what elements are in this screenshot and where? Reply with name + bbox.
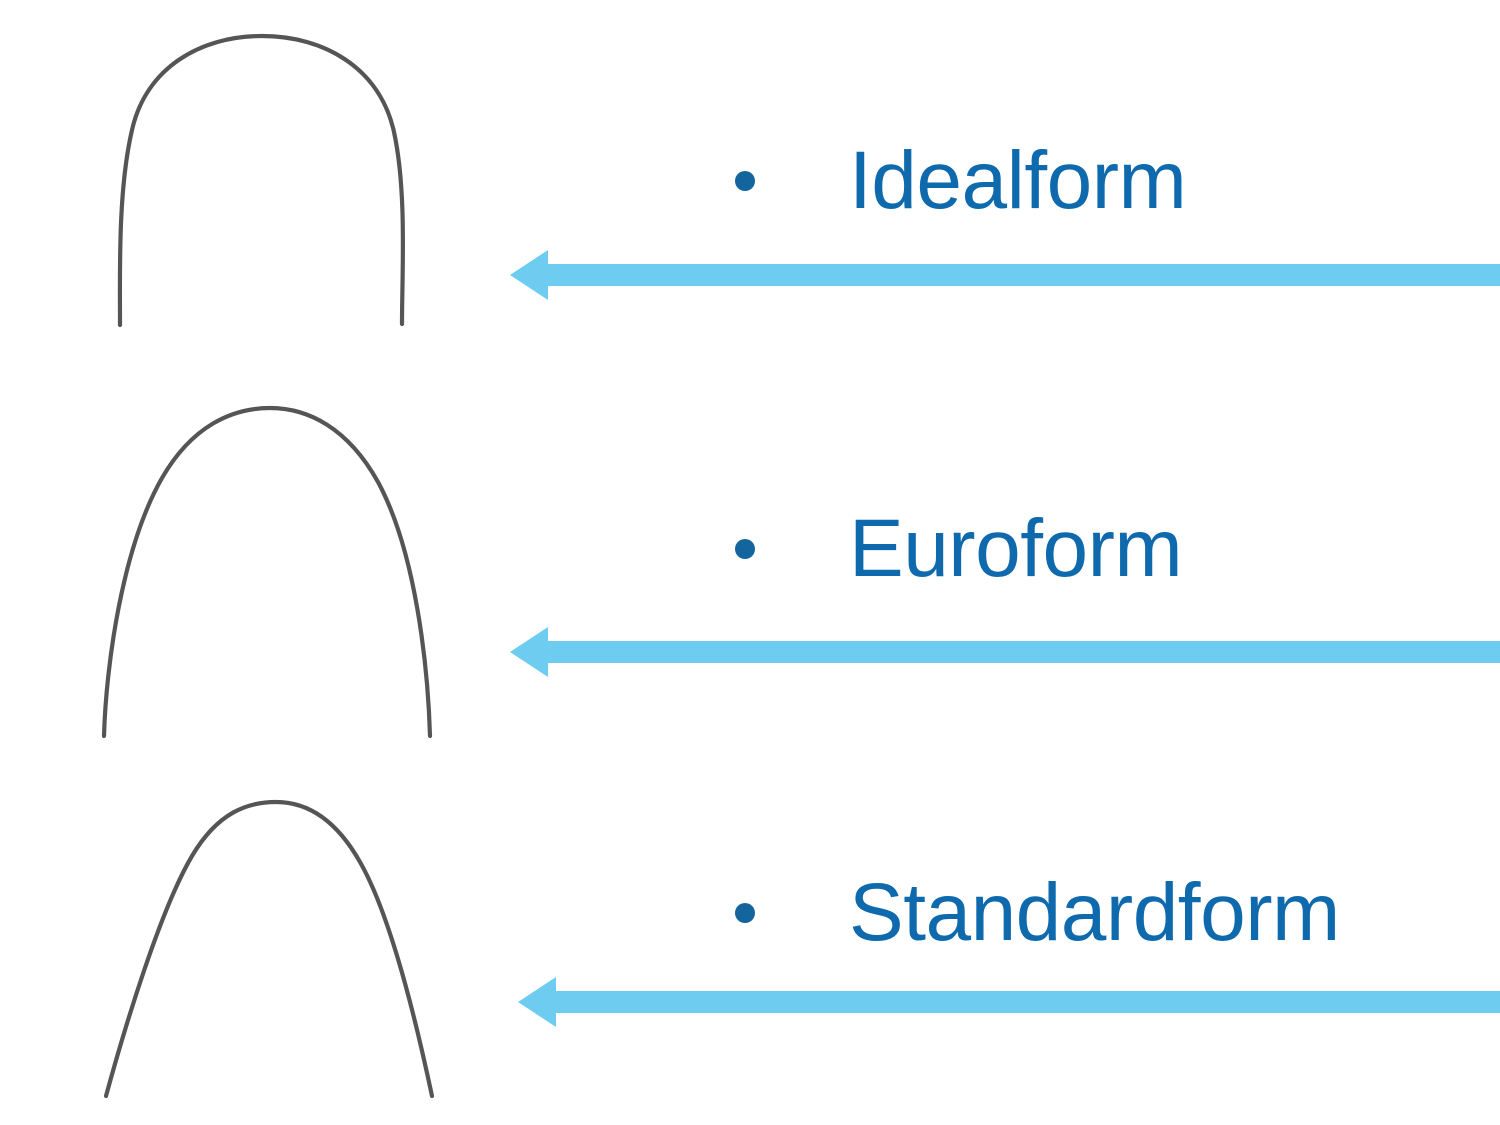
archwire-figure-standardform [80,790,460,1105]
bullet-dot-icon [735,539,755,559]
bullet-label-idealform: Idealform [849,135,1187,226]
arrow-left-euroform [508,624,1500,680]
arrow-shape [510,250,1500,300]
bullet-item-standardform: Standardform [735,872,1340,954]
arrow-shape [518,977,1500,1027]
arrow-left-standardform [516,974,1500,1030]
archwire-figure-euroform [80,398,460,743]
archwire-path [101,405,433,739]
bullet-item-idealform: Idealform [735,135,1187,226]
archwire-path [103,799,435,1099]
bullet-dot-icon [735,903,755,923]
archwire-figure-idealform [80,20,460,340]
arrow-left-idealform [508,247,1500,303]
bullet-label-euroform: Euroform [849,503,1183,594]
bullet-dot-icon [735,171,755,191]
archwire-path [117,33,406,328]
bullet-label-standardform: Standardform [849,867,1340,958]
bullet-item-euroform: Euroform [735,503,1183,594]
arrow-shape [510,627,1500,677]
